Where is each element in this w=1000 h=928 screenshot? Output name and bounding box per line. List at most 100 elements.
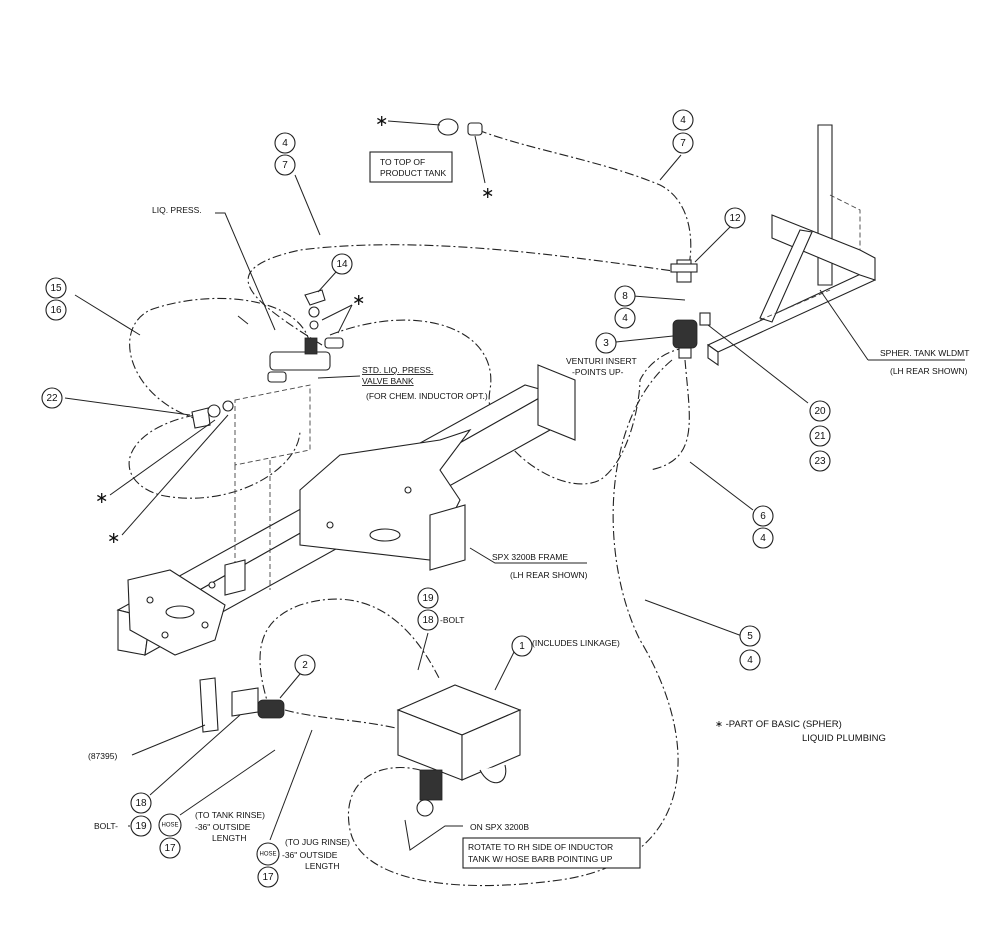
callout-circle [809, 450, 831, 472]
label-tank-rinse-2: -36" OUTSIDE [195, 822, 251, 832]
tee-12-arm [670, 263, 698, 273]
callout-c14: 14 [331, 253, 353, 275]
text-labels: LIQ. PRESS. TO TOP OF PRODUCT TANK STD. … [88, 113, 969, 871]
label-rotate-1: ROTATE TO RH SIDE OF INDUCTOR [468, 842, 613, 852]
frame-gusset-hole [404, 486, 412, 494]
leader-star-top [387, 120, 441, 126]
label-bolt-19: BOLT- [94, 821, 118, 831]
leader-hose-b [269, 729, 313, 841]
leader-std-valve [317, 375, 361, 379]
leader-hose-a [179, 749, 276, 816]
leader-14 [317, 271, 337, 293]
callout-circle [274, 154, 296, 176]
valve-bank-oring-2 [309, 320, 319, 330]
label-spher-tank: SPHER. TANK WLDMT [880, 348, 969, 358]
valve-2-body [257, 699, 285, 719]
leader-star-valve-a [321, 304, 353, 321]
callout-c4c: 4 [614, 307, 636, 329]
tank-hidden-brace-2 [759, 289, 831, 321]
elbow-14 [304, 289, 326, 306]
leader-spher-tank [819, 289, 869, 361]
callout-c22: 22 [41, 387, 63, 409]
callout-number: 12 [729, 213, 741, 224]
hose-right-loop [329, 319, 686, 485]
leader-12 [694, 221, 736, 263]
callout-number: 5 [747, 631, 753, 642]
label-for-chem: (FOR CHEM. INDUCTOR OPT.) [366, 391, 488, 401]
label-on-spx: ON SPX 3200B [470, 822, 529, 832]
elbow-22 [191, 407, 211, 429]
frame-plate-hole-1 [146, 596, 154, 604]
callout-circle [130, 792, 152, 814]
label-bolt-18: -BOLT [440, 615, 464, 625]
callout-circle [614, 307, 636, 329]
hose-2-loop [259, 598, 441, 711]
label-tank-rinse-1: (TO TANK RINSE) [195, 810, 265, 820]
callout-circle [511, 635, 533, 657]
callout-number: HOSE [259, 852, 276, 858]
callout-number: 21 [814, 431, 826, 442]
callout-c15: 15 [45, 277, 67, 299]
callout-number: 18 [422, 615, 434, 626]
hose-top-product-tank [477, 129, 692, 271]
callout-circle [331, 253, 353, 275]
label-jug-rinse-1: (TO JUG RINSE) [285, 837, 350, 847]
tank-rail-end [707, 343, 719, 367]
callout-number: 4 [282, 138, 288, 149]
callout-c23: 23 [809, 450, 831, 472]
callout-circle [417, 587, 439, 609]
leader-15-16 [74, 294, 141, 336]
callout-number: 7 [680, 138, 686, 149]
label-liq-press: LIQ. PRESS. [152, 205, 202, 215]
bracket-hole [208, 581, 216, 589]
callout-circle [45, 299, 67, 321]
leader-20 [707, 324, 809, 404]
leader-4-7-left [294, 174, 321, 236]
label-venturi-2: -POINTS UP- [572, 367, 624, 377]
callout-group: 1412474715168432220212364541918121819171… [41, 109, 831, 888]
callout-c21: 21 [809, 425, 831, 447]
callout-c7b: 7 [672, 132, 694, 154]
label-jug-rinse-2: -36" OUTSIDE [282, 850, 338, 860]
callout-circle [45, 277, 67, 299]
callout-circle [294, 654, 316, 676]
callout-number: 3 [603, 338, 609, 349]
callout-circle [809, 425, 831, 447]
venturi-3-body [672, 319, 698, 349]
callout-circle [256, 842, 280, 866]
callout-c18b: 18 [130, 792, 152, 814]
hose-big-loop-left [129, 297, 312, 421]
callout-circle [158, 813, 182, 837]
venturi-3-port [678, 347, 692, 359]
bracket-87395 [199, 677, 219, 733]
label-to-top-1: TO TOP OF [380, 157, 425, 167]
star-valve: ∗ [352, 292, 365, 309]
frame-plate-hole-3 [161, 631, 169, 639]
hose-6-route [649, 359, 690, 471]
callout-number: 6 [760, 511, 766, 522]
hose-liq-press-to-tee [247, 244, 681, 346]
label-venturi-1: VENTURI INSERT [566, 356, 637, 366]
bracket-assembly [199, 559, 285, 733]
leader-star-22b [121, 414, 229, 536]
leader-3 [615, 335, 674, 343]
tank-brace [759, 229, 813, 323]
leader-5 [644, 599, 743, 637]
callout-c4e: 4 [739, 649, 761, 671]
product-tank-hidden-outline [234, 384, 311, 466]
leader-frame [469, 547, 587, 564]
top-barb-fitting [467, 122, 483, 136]
leader-star-valve-b [337, 304, 353, 334]
callout-number: 17 [164, 843, 176, 854]
callout-c12: 12 [724, 207, 746, 229]
rotate-label-box [462, 837, 641, 869]
callout-number: 19 [135, 821, 147, 832]
inductor-tank [396, 684, 522, 817]
star-top: ∗ [375, 113, 388, 130]
label-spher-lh: (LH REAR SHOWN) [890, 366, 968, 376]
label-to-top-2: PRODUCT TANK [380, 168, 446, 178]
label-rotate-2: TANK W/ HOSE BARB POINTING UP [468, 854, 613, 864]
callout-circle [417, 609, 439, 631]
label-std-valve-1: STD. LIQ. PRESS. [362, 365, 433, 375]
